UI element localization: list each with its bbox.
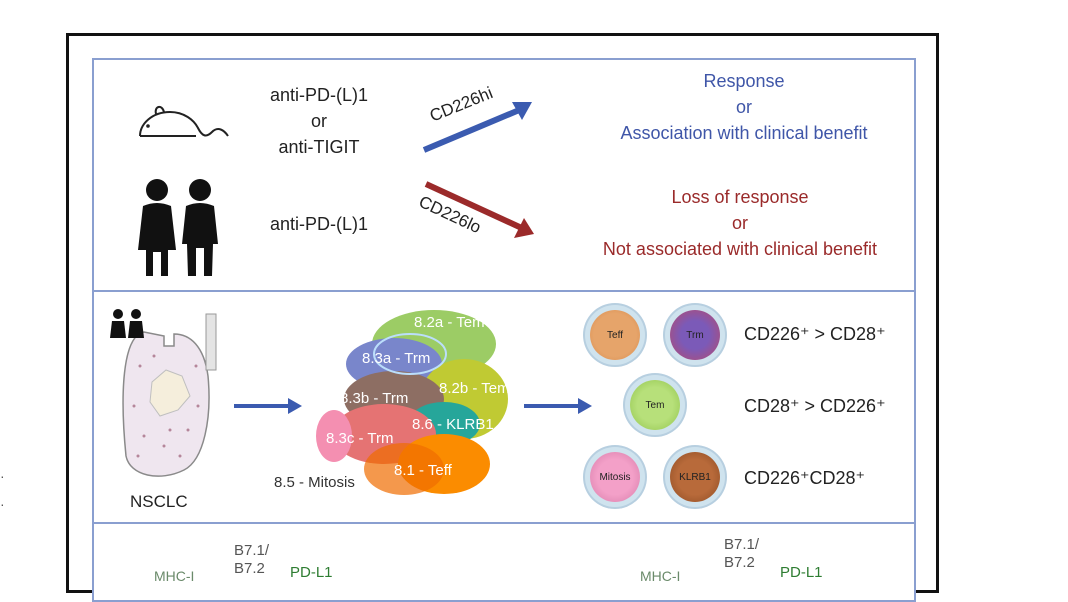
arrow-right-2: [524, 398, 592, 414]
right-mhc-label: MHC-I: [640, 568, 681, 584]
outcome-line: or: [735, 97, 752, 117]
cell-row-label: CD226⁺CD28⁺: [744, 468, 866, 488]
cell-name: Tem: [645, 399, 665, 411]
drug-line: anti-TIGIT: [278, 137, 360, 157]
mitosis-cell-icon: Mitosis: [590, 452, 640, 502]
left-edge-mark: ·: [0, 496, 5, 512]
outcome-line: Response: [703, 71, 785, 91]
left-mhc-label: MHC-I: [154, 568, 195, 584]
cd226-arrows: [422, 102, 534, 238]
drug-line: or: [310, 111, 327, 131]
cluster-label: 8.2b - Tem: [439, 380, 510, 397]
klrb1-cell-icon: KLRB1: [670, 452, 720, 502]
middle-panel: NSCLC 8.2a - Tem 8.3a - Trm 8.2b - Tem 8…: [92, 290, 916, 524]
cluster-label: 8.2a - Tem: [414, 314, 485, 331]
outcome-line: or: [731, 213, 748, 233]
cell-name: KLRB1: [679, 471, 711, 483]
b7-line: B7.2: [724, 554, 755, 571]
b7-line: B7.1/: [234, 542, 270, 559]
mouse-icon: [139, 106, 229, 137]
top-panel: anti-PD-(L)1 or anti-TIGIT anti-PD-(L)1 …: [92, 58, 916, 292]
left-edge-mark: ·: [0, 468, 5, 484]
cluster-label: 8.3c - Trm: [326, 430, 394, 447]
bottom-panel: B7.1/ B7.2 MHC-I PD-L1 B7.1/ B7.2 MHC-I …: [92, 522, 916, 602]
drug-line: anti-PD-(L)1: [269, 85, 369, 105]
arrow-right-1: [234, 398, 302, 414]
outcome-line: Loss of response: [671, 187, 809, 207]
cell-name: Trm: [686, 329, 704, 341]
b7-line: B7.2: [234, 560, 265, 577]
trm-cell-icon: Trm: [670, 310, 720, 360]
b7-line: B7.1/: [724, 536, 760, 553]
cell-row-label: CD226⁺ > CD28⁺: [744, 324, 886, 344]
mouse-drug-list: anti-PD-(L)1 or anti-TIGIT: [254, 82, 384, 160]
cluster-label: 8.1 - Teff: [394, 462, 452, 479]
cluster-label: 8.3a - Trm: [362, 350, 431, 367]
tem-cell-icon: Tem: [630, 380, 680, 430]
graphical-abstract-frame: anti-PD-(L)1 or anti-TIGIT anti-PD-(L)1 …: [66, 33, 939, 602]
outcome-line: Association with clinical benefit: [620, 123, 868, 143]
left-b7-label: B7.1/ B7.2: [234, 542, 269, 578]
cell-name: Teff: [607, 329, 623, 341]
cell-name: Mitosis: [599, 471, 631, 483]
right-b7-label: B7.1/ B7.2: [724, 536, 759, 572]
humans-icon: [138, 179, 218, 276]
teff-cell-icon: Teff: [590, 310, 640, 360]
response-outcome: Response or Association with clinical be…: [574, 68, 914, 146]
human-drug: anti-PD-(L)1: [269, 214, 369, 234]
lung-icon: [110, 309, 217, 477]
outcome-line: Not associated with clinical benefit: [602, 239, 878, 259]
cluster-label: 8.3b - Trm: [340, 390, 409, 407]
umap-cluster-plot: [316, 310, 508, 495]
cluster-label: 8.6 - KLRB1: [412, 416, 494, 433]
cluster-label: 8.5 - Mitosis: [274, 474, 355, 491]
loss-outcome: Loss of response or Not associated with …: [564, 184, 916, 262]
cell-row-label: CD28⁺ > CD226⁺: [744, 396, 886, 416]
left-pdl1-label: PD-L1: [290, 564, 333, 581]
nsclc-label: NSCLC: [130, 492, 188, 511]
right-pdl1-label: PD-L1: [780, 564, 823, 581]
